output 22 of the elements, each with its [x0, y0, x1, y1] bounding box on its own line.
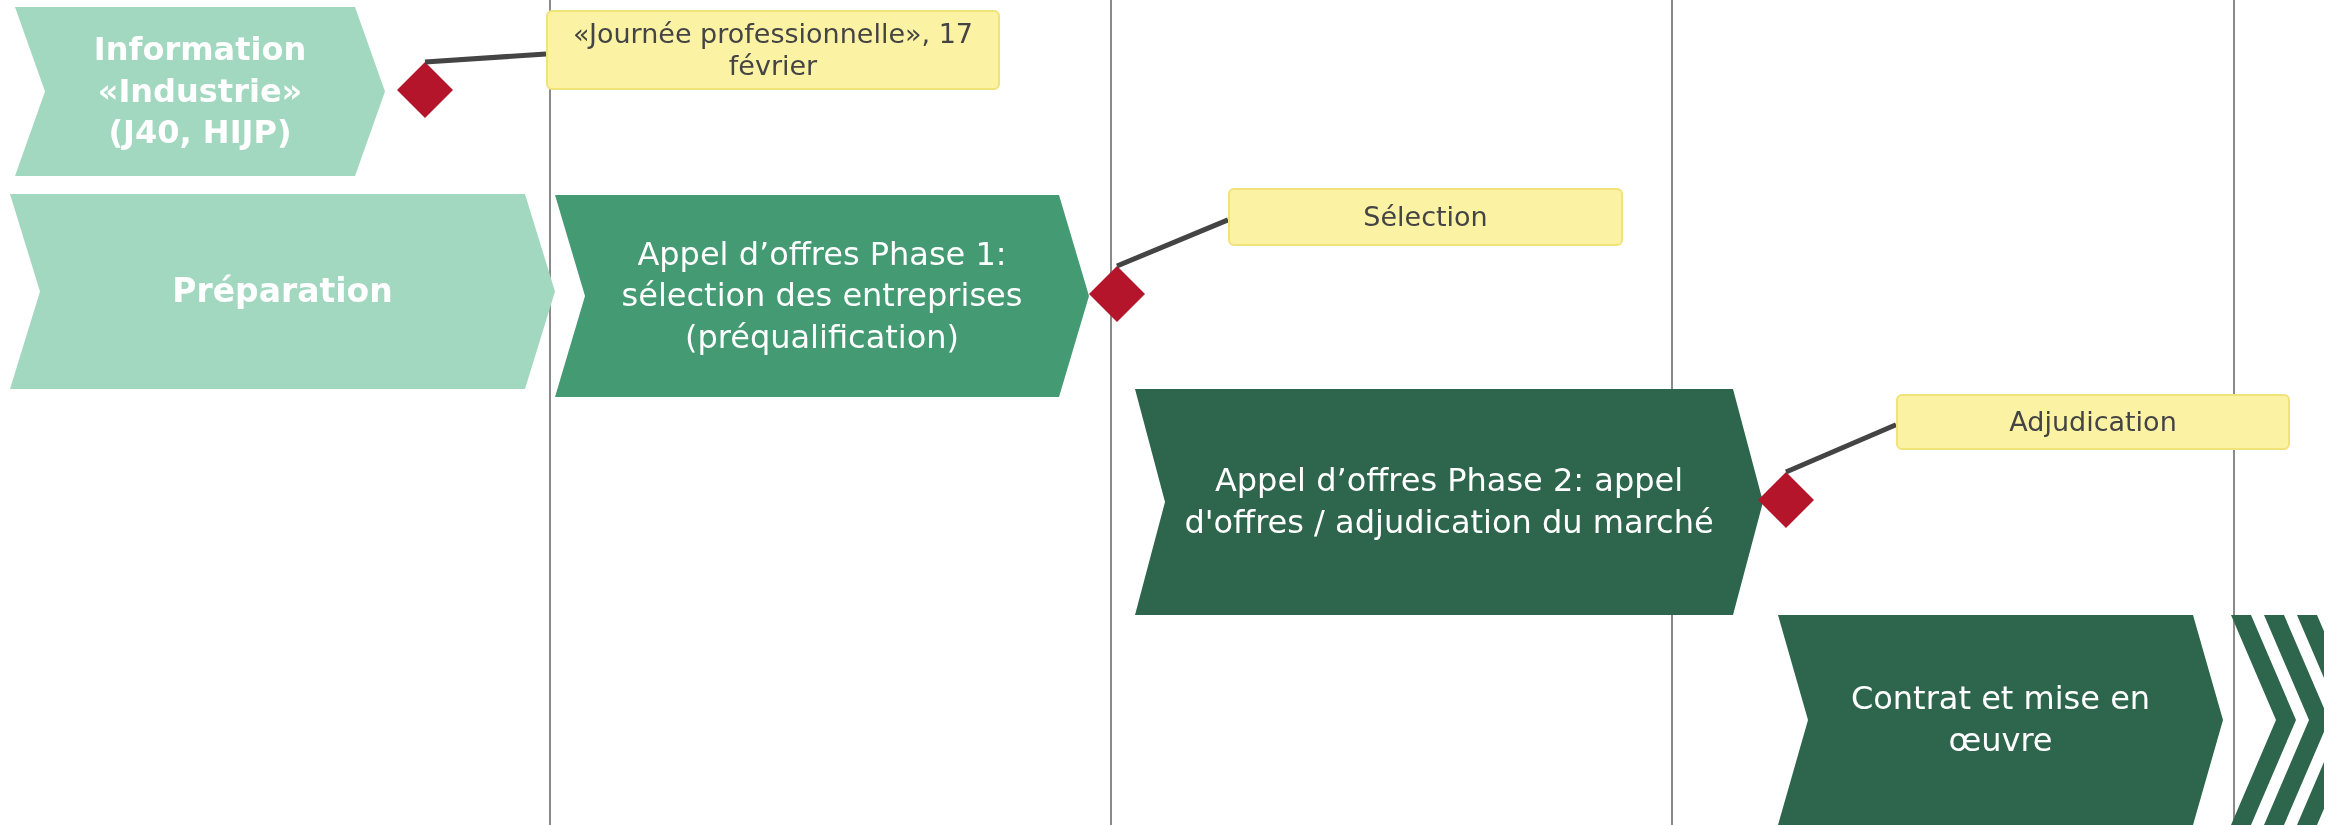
callout-text: Sélection — [1362, 201, 1489, 233]
leader-line — [1116, 217, 1229, 269]
callout-box — [546, 10, 1000, 90]
leader-line — [424, 51, 547, 65]
callout-text: Adjudication — [2008, 406, 2178, 438]
milestone-diamond — [1089, 266, 1145, 322]
phase-label: Appel d’offres Phase 1: sélection des entreprises (préqualification) — [620, 233, 1024, 358]
milestone-diamond — [397, 62, 453, 118]
phase-band — [1135, 389, 1763, 615]
leader-line — [1785, 422, 1897, 475]
callout-text: «Journée professionnelle», 17 février — [571, 18, 975, 82]
phase-band — [15, 7, 385, 176]
phase-band — [10, 194, 555, 389]
phase-label: Préparation — [171, 270, 394, 313]
milestone-diamond — [1758, 472, 1814, 528]
callout-box — [1228, 188, 1623, 246]
phase-band — [1778, 615, 2324, 825]
phase-label: Contrat et mise en œuvre — [1849, 678, 2152, 761]
phase-label: Appel d’offres Phase 2: appel d'offres / adjudication du marché — [1183, 460, 1715, 543]
callout-box — [1896, 394, 2290, 450]
phase-label: Information «Industrie» (J40, HIJP) — [92, 29, 308, 154]
phase-band — [555, 195, 1089, 397]
